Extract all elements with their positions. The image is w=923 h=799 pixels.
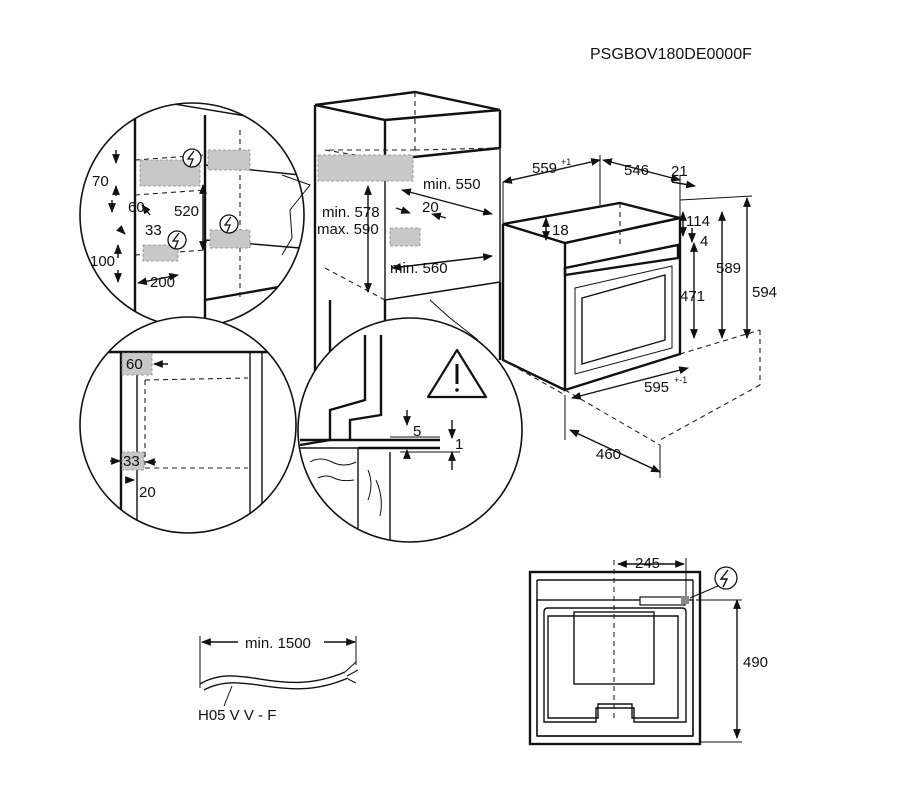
dim-114: 114 — [686, 213, 710, 230]
cabinet-20-label: 20 — [422, 199, 439, 216]
dim-594: 594 — [752, 284, 777, 301]
oven-back-view — [528, 558, 742, 746]
back-dim-490: 490 — [743, 654, 768, 671]
min-578-label: min. 578 — [322, 204, 380, 221]
dim-595-tol: +-1 — [674, 375, 687, 385]
dim-595: 595 — [644, 379, 669, 396]
warning-dim-5: 5 — [413, 423, 421, 440]
electrical-connection-icon — [167, 230, 187, 250]
dim-18: 18 — [552, 222, 569, 239]
warning-triangle-icon — [426, 348, 488, 399]
detail1-60: 60 — [128, 199, 145, 216]
detail1-200: 200 — [150, 274, 175, 291]
detail-circle-mid-left — [79, 316, 297, 534]
oven-drawing — [501, 155, 761, 478]
dim-546: 546 — [624, 162, 649, 179]
detail-circle-top-left — [79, 102, 311, 328]
dim-471: 471 — [680, 288, 705, 305]
cable-length-label: min. 1500 — [245, 635, 311, 652]
min-550-label: min. 550 — [423, 176, 481, 193]
warning-dim-1: 1 — [455, 436, 463, 453]
max-590-label: max. 590 — [317, 221, 379, 238]
power-cable — [199, 636, 359, 707]
detail2-60: 60 — [126, 356, 143, 373]
cabinet-drawing — [313, 90, 502, 372]
detail1-33: 33 — [145, 222, 162, 239]
detail2-20: 20 — [139, 484, 156, 501]
dim-4: 4 — [700, 233, 708, 250]
detail-circle-warning — [297, 299, 523, 543]
cable-type-label: H05 V V - F — [198, 707, 276, 724]
model-code: PSGBOV180DE0000F — [590, 46, 752, 63]
back-dim-245: 245 — [635, 555, 660, 572]
detail1-520: 520 — [174, 203, 199, 220]
dim-559: 559 — [532, 160, 557, 177]
detail1-100: 100 — [90, 253, 115, 270]
min-560-label: min. 560 — [390, 260, 448, 277]
electrical-connection-icon — [219, 214, 239, 234]
dim-21: 21 — [671, 163, 688, 180]
electrical-connection-icon — [182, 148, 202, 168]
dim-559-tol: +1 — [561, 157, 571, 167]
electrical-connection-icon — [714, 566, 738, 590]
detail1-70: 70 — [92, 173, 109, 190]
dim-460: 460 — [596, 446, 621, 463]
dim-589: 589 — [716, 260, 741, 277]
detail2-33: 33 — [123, 453, 140, 470]
